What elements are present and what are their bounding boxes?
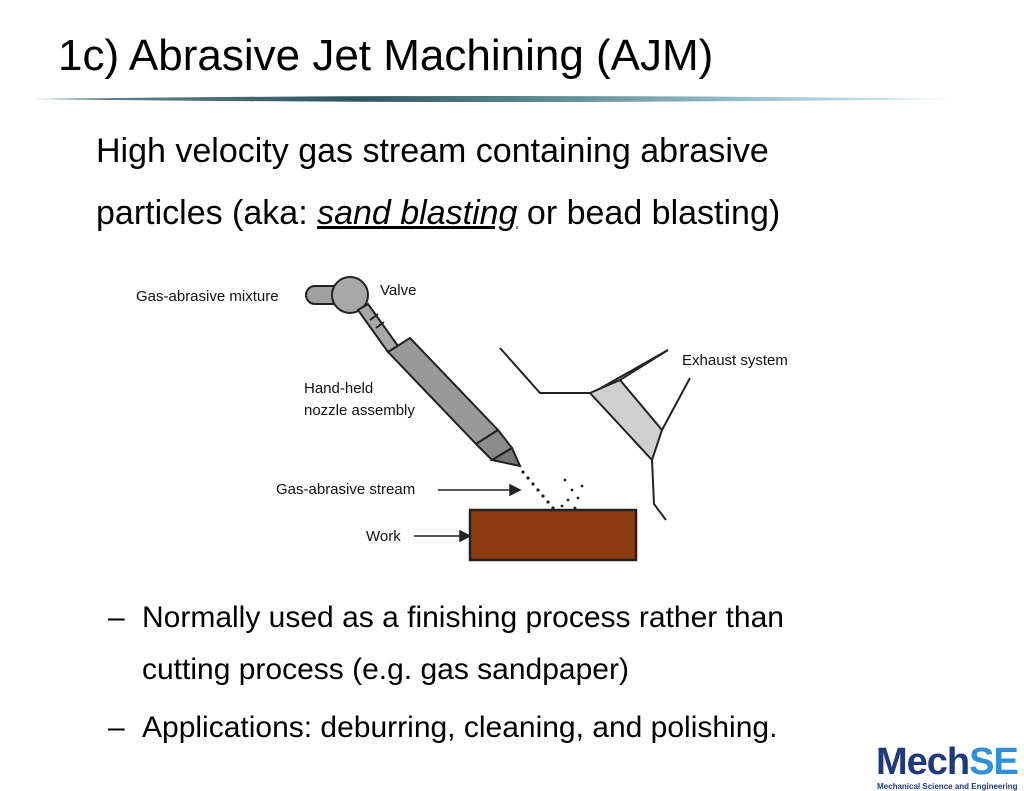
- intro-line-2-prefix: particles (aka:: [96, 194, 318, 232]
- label-nozzle-assembly: nozzle assembly: [304, 402, 415, 419]
- label-gas-abrasive-stream: Gas-abrasive stream: [276, 481, 416, 498]
- bullet-item: – Normally used as a finishing process r…: [108, 592, 1008, 696]
- work-piece: [468, 508, 638, 562]
- title-divider: [32, 96, 958, 102]
- bullet-line: Applications: deburring, cleaning, and p…: [142, 711, 778, 744]
- logo-mech: Mech: [876, 741, 970, 783]
- intro-line-2: particles (aka: sand blasting or bead bl…: [96, 182, 976, 244]
- nozzle-assembly: [356, 302, 522, 468]
- label-gas-abrasive-mixture: Gas-abrasive mixture: [136, 288, 279, 305]
- bullet-dash: –: [108, 601, 125, 634]
- abrasive-stream: [521, 470, 584, 516]
- exhaust-hood: [499, 347, 691, 521]
- logo-wordmark: MechSE: [876, 741, 1019, 783]
- intro-text: High velocity gas stream containing abra…: [96, 120, 976, 244]
- bullet-dash: –: [108, 711, 125, 744]
- logo-subtitle: Mechanical Science and Engineering: [877, 782, 1018, 791]
- ajm-diagram: Gas-abrasive mixture Valve Hand-held noz…: [130, 268, 810, 576]
- intro-line-1: High velocity gas stream containing abra…: [96, 132, 769, 170]
- bullet-line: cutting process (e.g. gas sandpaper): [142, 653, 629, 686]
- label-hand-held: Hand-held: [304, 380, 374, 397]
- valve-shape: [331, 276, 369, 314]
- intro-line-2-suffix: or bead blasting): [517, 194, 781, 232]
- label-work: Work: [366, 528, 401, 545]
- ajm-diagram-drawing: [305, 276, 691, 562]
- bullet-item: – Applications: deburring, cleaning, and…: [108, 702, 1008, 754]
- slide-title: 1c) Abrasive Jet Machining (AJM): [58, 31, 714, 80]
- sand-blasting-term: sand blasting: [317, 194, 518, 232]
- mechse-logo: MechSE Mechanical Science and Engineerin…: [876, 742, 1024, 791]
- bullet-line: Normally used as a finishing process rat…: [142, 601, 784, 634]
- label-exhaust-system: Exhaust system: [682, 352, 788, 369]
- label-valve: Valve: [380, 282, 417, 299]
- bullet-list: – Normally used as a finishing process r…: [108, 592, 1008, 760]
- label-arrows: [414, 483, 522, 543]
- logo-se: SE: [969, 741, 1019, 783]
